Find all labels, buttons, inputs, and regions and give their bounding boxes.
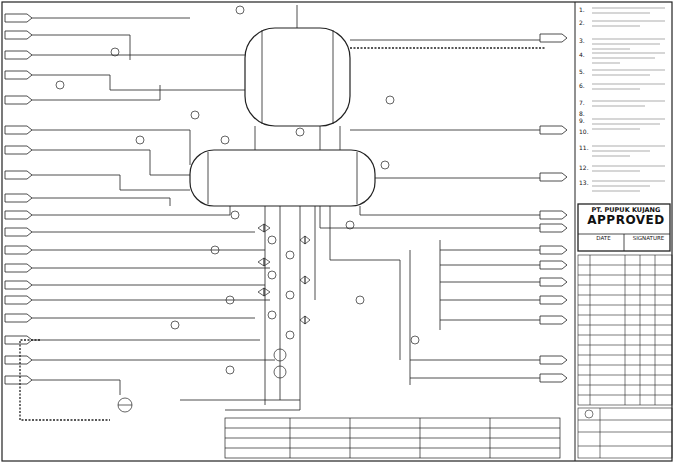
stamp-cell: SIGNATURE <box>624 234 673 241</box>
note-number: 4. <box>579 51 585 58</box>
note-number: 8. <box>579 110 585 117</box>
cell-label: SIGNATURE <box>624 235 673 241</box>
approval-word: APPROVED <box>579 214 673 228</box>
approval-stamp: PT. PUPUK KUJANGAPPROVEDDATESIGNATURE <box>579 205 673 228</box>
note-number: 5. <box>579 68 585 75</box>
note-number: 6. <box>579 82 585 89</box>
note-number: 3. <box>579 37 585 44</box>
note-number: 1. <box>579 6 585 13</box>
note-number: 9. <box>579 117 585 124</box>
note-number: 2. <box>579 19 585 26</box>
company-name: PT. PUPUK KUJANG <box>579 207 673 214</box>
note-number: 11. <box>579 144 589 151</box>
cell-label: DATE <box>579 235 628 241</box>
note-number: 12. <box>579 164 589 171</box>
note-number: 7. <box>579 99 585 106</box>
note-number: 13. <box>579 179 589 186</box>
stamp-cell: DATE <box>579 234 628 241</box>
note-number: 10. <box>579 128 589 135</box>
